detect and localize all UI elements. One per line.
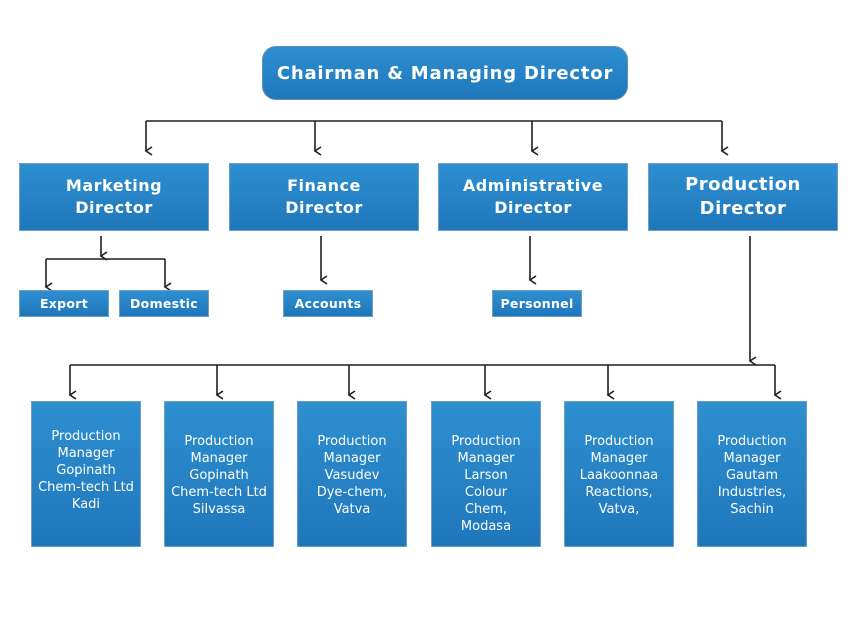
administrative-director-box: Administrative Director [438, 163, 628, 231]
manager-label: Production Manager Laakoonnaa Reactions,… [579, 434, 659, 517]
manager-label: Production Manager Vasudev Dye-chem, Vat… [316, 434, 388, 517]
export-label: Export [39, 296, 89, 311]
manager-box-gautam: Production Manager Gautam Industries, Sa… [697, 401, 807, 547]
chairman-box: Chairman & Managing Director [262, 46, 628, 100]
manager-label: Production Manager Gopinath Chem-tech Lt… [38, 429, 134, 512]
manager-label: Production Manager Larson Colour Chem, M… [451, 434, 521, 534]
finance-director-box: Finance Director [229, 163, 419, 231]
finance-director-label: Finance Director [285, 176, 363, 217]
manager-label: Production Manager Gautam Industries, Sa… [717, 434, 787, 517]
manager-box-laakoonnaa: Production Manager Laakoonnaa Reactions,… [564, 401, 674, 547]
personnel-box: Personnel [492, 290, 582, 317]
domestic-box: Domestic [119, 290, 209, 317]
manager-box-vasudev: Production Manager Vasudev Dye-chem, Vat… [297, 401, 407, 547]
manager-box-larson: Production Manager Larson Colour Chem, M… [431, 401, 541, 547]
manager-box-silvassa: Production Manager Gopinath Chem-tech Lt… [164, 401, 274, 547]
chairman-label: Chairman & Managing Director [276, 62, 614, 84]
domestic-label: Domestic [130, 296, 198, 311]
export-box: Export [19, 290, 109, 317]
personnel-label: Personnel [500, 296, 574, 311]
marketing-director-label: Marketing Director [65, 176, 163, 217]
manager-label: Production Manager Gopinath Chem-tech Lt… [171, 434, 267, 517]
production-director-box: Production Director [648, 163, 838, 231]
manager-box-kadi: Production Manager Gopinath Chem-tech Lt… [31, 401, 141, 547]
production-director-label: Production Director [685, 174, 801, 219]
accounts-label: Accounts [294, 296, 362, 311]
administrative-director-label: Administrative Director [462, 176, 604, 217]
marketing-director-box: Marketing Director [19, 163, 209, 231]
accounts-box: Accounts [283, 290, 373, 317]
